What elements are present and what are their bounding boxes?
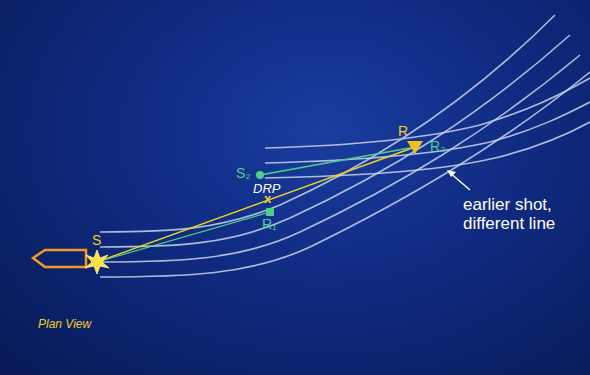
r1-label: R₁: [262, 217, 277, 232]
streamers-earlier: [265, 78, 590, 178]
shot-label: S: [92, 233, 101, 248]
pointer-head: [447, 170, 456, 177]
s2-label: S₂: [236, 166, 251, 181]
midpoint-mark: x: [264, 192, 271, 206]
receiver-label: R: [398, 124, 408, 139]
note-label: earlier shot, different line: [463, 196, 581, 233]
ray-s2-r2: [260, 147, 415, 175]
view-label: Plan View: [38, 318, 91, 331]
shot-star: [85, 250, 109, 274]
ray-s-r: [97, 147, 415, 262]
r1-square: [266, 208, 274, 216]
streamers-current: [100, 15, 590, 277]
s2-dot: [256, 171, 264, 179]
ship-outline: [33, 250, 86, 267]
ray-s-r1: [97, 212, 270, 262]
receiver-triangle: [407, 141, 423, 154]
r2-label: R₂: [430, 139, 446, 154]
